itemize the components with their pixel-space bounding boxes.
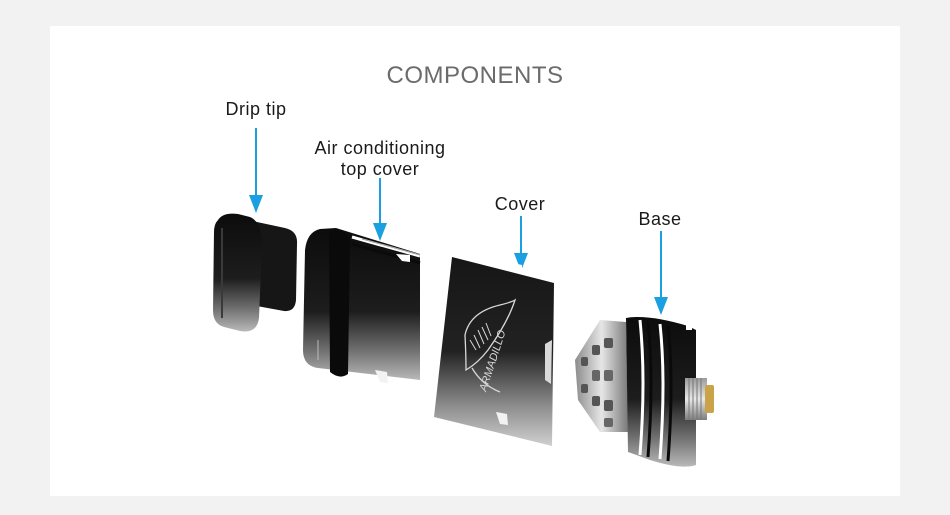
arrow-air-cover [373,178,387,241]
cover-part: ARMADILLO [434,257,554,446]
label-air-cover-line2: top cover [340,159,420,179]
air-cover-part [303,228,421,383]
base-part [575,317,714,467]
label-air-cover-line1: Air conditioning [314,138,446,158]
arrow-drip-tip [249,128,263,213]
label-base: Base [638,209,682,229]
arrow-base [654,231,668,315]
page-title: COMPONENTS [386,62,564,89]
arrow-cover [514,216,528,271]
label-cover: Cover [494,194,546,214]
drip-tip-part [213,213,298,332]
label-drip-tip: Drip tip [225,99,287,119]
